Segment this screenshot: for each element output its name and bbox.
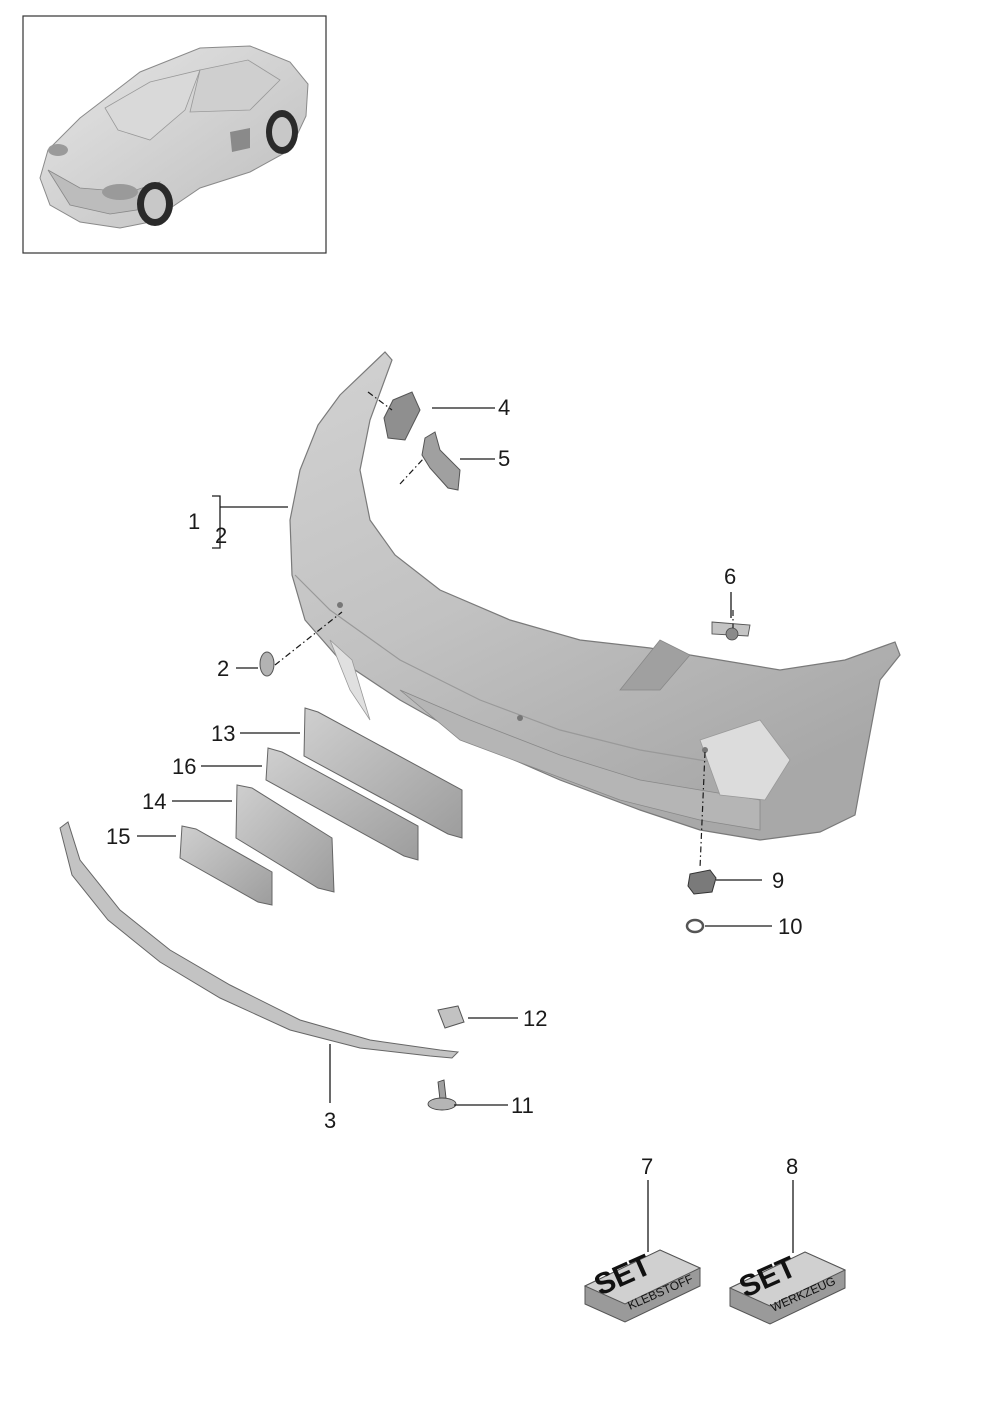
callout-4: 4 — [498, 395, 510, 420]
callout-9: 9 — [772, 868, 784, 893]
part-2-cover-cap — [259, 651, 275, 677]
callout-1: 1 — [188, 509, 200, 534]
callout-11: 11 — [511, 1093, 534, 1118]
part-11-screw — [427, 1079, 457, 1111]
part-16-plate — [265, 747, 419, 861]
part-7-adhesive-kit: SET KLEBSTOFF — [583, 1249, 702, 1323]
callout-16: 16 — [172, 754, 196, 779]
callout-6: 6 — [724, 564, 736, 589]
part-4-mounting-bracket — [383, 391, 421, 441]
callout-3: 3 — [324, 1108, 336, 1133]
callout-15: 15 — [106, 824, 130, 849]
part-8-tool-kit: SET WERKZEUG — [728, 1251, 847, 1325]
callout-labels: 1 2 4 5 6 2 13 16 14 15 9 10 12 3 11 7 8 — [106, 395, 802, 1179]
part-3-spoiler-lip — [59, 821, 460, 1059]
callout-14: 14 — [142, 789, 166, 814]
part-1-bumper-cover — [289, 351, 901, 841]
callout-2-bracket: 2 — [215, 523, 227, 548]
leader-lines — [137, 407, 794, 1253]
callout-12: 12 — [523, 1006, 547, 1031]
callout-5: 5 — [498, 446, 510, 471]
vehicle-thumbnail — [22, 15, 327, 254]
callout-7: 7 — [641, 1154, 653, 1179]
car-illustration — [39, 45, 309, 229]
callout-2: 2 — [217, 656, 229, 681]
callout-8: 8 — [786, 1154, 798, 1179]
connection-lines — [274, 391, 734, 869]
part-12-clip — [437, 1005, 465, 1029]
part-15-plate — [179, 825, 273, 906]
part-5-guide-bracket — [421, 431, 461, 491]
part-14-plate — [235, 784, 335, 893]
part-9-sensor — [687, 869, 717, 895]
callout-10: 10 — [778, 914, 802, 939]
part-10-ring — [685, 918, 705, 934]
part-13-plate — [303, 707, 463, 839]
part-6-clip-nut — [711, 621, 751, 641]
callout-13: 13 — [211, 721, 235, 746]
